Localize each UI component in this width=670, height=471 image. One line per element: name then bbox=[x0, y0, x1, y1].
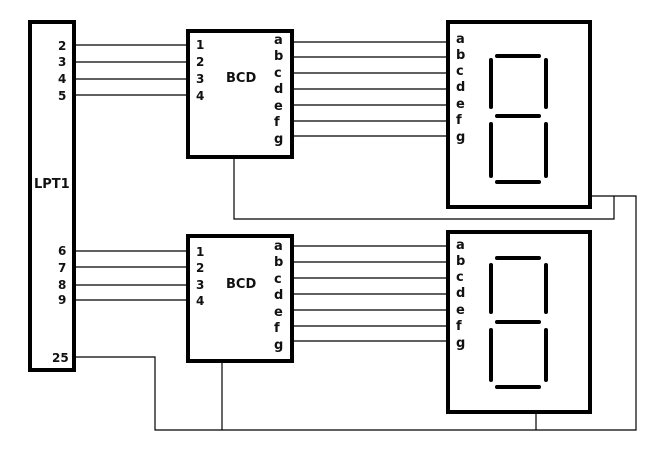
ground-wiring bbox=[75, 157, 637, 431]
lpt-pin-9: 9 bbox=[58, 293, 66, 307]
bcd-bottom-output-c: c bbox=[274, 272, 282, 287]
bcd-top-output-e: e bbox=[274, 99, 283, 114]
display-top-label-b: b bbox=[456, 48, 465, 63]
display-top-label-e: e bbox=[456, 97, 465, 112]
display-bottom-label-d: d bbox=[456, 286, 465, 301]
display-top-label-f: f bbox=[456, 113, 462, 128]
bcd-bottom-output-g: g bbox=[274, 338, 283, 353]
bcd-bottom-output-b: b bbox=[274, 255, 283, 270]
bcd-bottom-to-display-wires bbox=[292, 245, 448, 342]
bcd-bottom-input-2: 2 bbox=[196, 261, 204, 275]
bcd-top-output-a: a bbox=[274, 33, 283, 48]
bcd-top-output-g: g bbox=[274, 132, 283, 147]
lpt-pin-7: 7 bbox=[58, 261, 66, 275]
bcd-bottom-label: BCD bbox=[226, 277, 256, 292]
display-bottom-label-g: g bbox=[456, 336, 465, 351]
display-top-label-d: d bbox=[456, 80, 465, 95]
seven-segment-digit-bottom bbox=[489, 256, 548, 389]
lpt-pin-2: 2 bbox=[58, 39, 66, 53]
bcd-top-to-display-wires bbox=[292, 41, 448, 137]
lpt-pin-8: 8 bbox=[58, 278, 66, 292]
bcd-bottom-output-d: d bbox=[274, 288, 283, 303]
display-bottom-label-e: e bbox=[456, 303, 465, 318]
bcd-bottom-input-4: 4 bbox=[196, 294, 204, 308]
display-bottom-label-f: f bbox=[456, 319, 462, 334]
bcd-top-output-d: d bbox=[274, 82, 283, 97]
display-bottom-label-b: b bbox=[456, 254, 465, 269]
bcd-top-label: BCD bbox=[226, 71, 256, 86]
bcd-bottom-output-e: e bbox=[274, 305, 283, 320]
bcd-decoder-bottom bbox=[186, 234, 294, 363]
display-top-label-c: c bbox=[456, 64, 464, 79]
lpt-pin-3: 3 bbox=[58, 55, 66, 69]
bcd-top-output-c: c bbox=[274, 66, 282, 81]
display-bottom-label-a: a bbox=[456, 238, 465, 253]
bcd-top-input-2: 2 bbox=[196, 55, 204, 69]
bcd-bottom-output-a: a bbox=[274, 239, 283, 254]
seven-segment-display-top bbox=[446, 20, 592, 209]
lpt1-label: LPT1 bbox=[34, 177, 70, 192]
lpt-pin-6: 6 bbox=[58, 244, 66, 258]
bcd-top-input-4: 4 bbox=[196, 89, 204, 103]
bcd-bottom-output-f: f bbox=[274, 321, 280, 336]
lpt-to-bcd-top-wires bbox=[75, 44, 190, 96]
lpt-pin-4: 4 bbox=[58, 72, 66, 86]
bcd-top-output-f: f bbox=[274, 115, 280, 130]
display-top-label-g: g bbox=[456, 130, 465, 145]
seven-segment-display-bottom bbox=[446, 230, 592, 414]
lpt-to-bcd-bottom-wires bbox=[75, 250, 190, 301]
bcd-bottom-input-3: 3 bbox=[196, 278, 204, 292]
bcd-top-input-1: 1 bbox=[196, 38, 204, 52]
bcd-top-output-b: b bbox=[274, 49, 283, 64]
seven-segment-digit-top bbox=[489, 54, 548, 184]
lpt1-connector bbox=[28, 20, 76, 372]
bcd-bottom-input-1: 1 bbox=[196, 245, 204, 259]
bcd-decoder-top bbox=[186, 29, 294, 159]
display-bottom-label-c: c bbox=[456, 270, 464, 285]
lpt-pin-5: 5 bbox=[58, 89, 66, 103]
display-top-label-a: a bbox=[456, 32, 465, 47]
lpt-pin-25: 25 bbox=[52, 351, 69, 365]
bcd-top-input-3: 3 bbox=[196, 72, 204, 86]
